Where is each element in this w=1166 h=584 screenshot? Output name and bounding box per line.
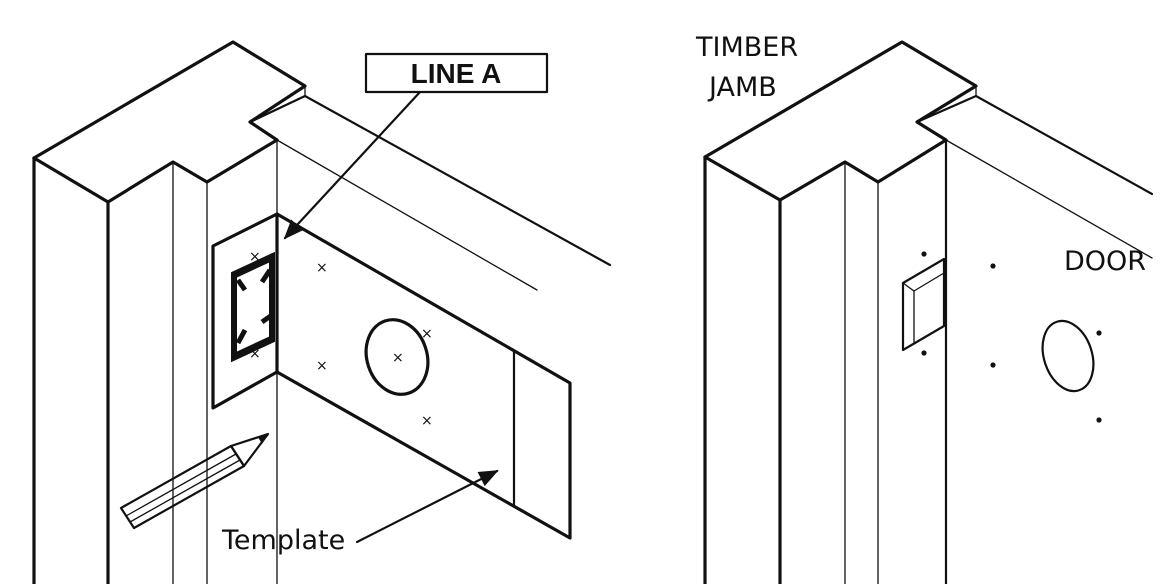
svg-text:×: × xyxy=(392,350,404,366)
door-label: DOOR xyxy=(1064,246,1146,277)
timber-jamb-label-line2: JAMB xyxy=(707,72,777,103)
svg-text:×: × xyxy=(316,260,328,276)
latch-cutout-inner xyxy=(237,262,269,352)
line-a-label: LINE A xyxy=(411,58,502,89)
svg-text:×: × xyxy=(249,249,261,265)
drill-hole-dots xyxy=(921,251,1102,423)
right-jamb-frame xyxy=(703,40,1154,584)
svg-text:×: × xyxy=(421,326,433,342)
latch-mortice xyxy=(901,257,946,352)
timber-jamb-label-line1: TIMBER xyxy=(695,32,798,63)
template-sheet: × × × × × × × xyxy=(211,212,572,540)
left-jamb-frame xyxy=(32,40,612,584)
spindle-hole xyxy=(1041,319,1095,393)
template-label: Template xyxy=(221,525,345,556)
template-callout: Template xyxy=(221,469,499,556)
right-panel-prepared-door: TIMBER JAMB DOOR xyxy=(695,32,1154,584)
spindle-hole-outline xyxy=(364,318,430,396)
svg-text:×: × xyxy=(421,413,433,429)
template-cross-marks: × × × × × × × xyxy=(249,249,433,429)
left-panel-marking-template: × × × × × × × LINE A T xyxy=(32,40,612,584)
pencil-icon xyxy=(119,432,270,530)
cutout-arrows xyxy=(235,268,274,345)
svg-text:×: × xyxy=(316,358,328,374)
svg-text:×: × xyxy=(249,346,261,362)
line-a-callout: LINE A xyxy=(283,52,549,240)
